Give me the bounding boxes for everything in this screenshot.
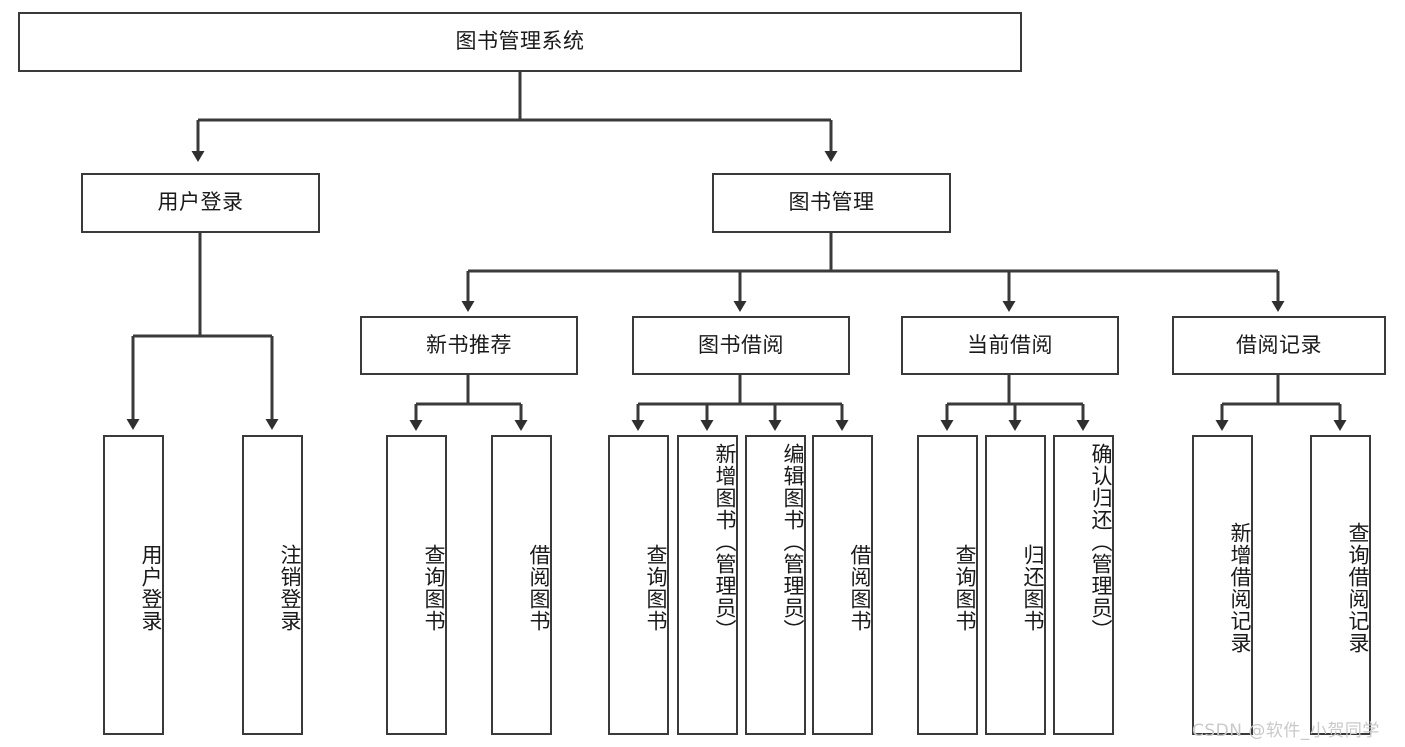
leaf-current-return-book[interactable]: 归还图书 [985, 435, 1046, 735]
node-book-management-label: 图书管理 [788, 190, 875, 215]
node-current-borrow[interactable]: 当前借阅 [901, 316, 1119, 375]
leaf-label: 注销登录 [278, 544, 302, 632]
node-book-borrow-label: 图书借阅 [698, 332, 784, 357]
node-new-book-recommend-label: 新书推荐 [426, 332, 512, 357]
leaf-label: 借阅图书 [527, 544, 551, 632]
leaf-label: 归还图书 [1021, 544, 1045, 632]
leaf-user-login-login[interactable]: 用户登录 [103, 435, 164, 735]
node-root-label: 图书管理系统 [455, 29, 585, 54]
node-current-borrow-label: 当前借阅 [967, 332, 1053, 357]
leaf-label: 查询图书 [953, 544, 977, 632]
leaf-label: 查询图书 [644, 544, 668, 632]
leaf-current-confirm-return-admin[interactable]: 确认归还（管理员） [1053, 435, 1114, 735]
leaf-label: 查询借阅记录 [1346, 522, 1370, 654]
leaf-label: 借阅图书 [848, 544, 872, 632]
leaf-record-add-record[interactable]: 新增借阅记录 [1192, 435, 1253, 735]
node-root-book-management-system[interactable]: 图书管理系统 [18, 12, 1022, 72]
leaf-label: 新增借阅记录 [1228, 522, 1252, 654]
node-borrow-record-label: 借阅记录 [1236, 332, 1322, 357]
leaf-label: 用户登录 [139, 544, 163, 632]
leaf-label: 新增图书（管理员） [713, 443, 737, 641]
leaf-label: 确认归还（管理员） [1089, 443, 1113, 641]
leaf-borrow-query-book[interactable]: 查询图书 [608, 435, 669, 735]
node-book-management[interactable]: 图书管理 [712, 173, 951, 233]
leaf-borrow-add-book-admin[interactable]: 新增图书（管理员） [677, 435, 738, 735]
leaf-borrow-edit-book-admin[interactable]: 编辑图书（管理员） [745, 435, 806, 735]
leaf-record-query-record[interactable]: 查询借阅记录 [1310, 435, 1371, 735]
csdn-watermark: CSDN @软件_小贺同学 [1192, 721, 1380, 741]
leaf-user-login-logout[interactable]: 注销登录 [242, 435, 303, 735]
leaf-new-book-borrow[interactable]: 借阅图书 [491, 435, 552, 735]
leaf-new-book-query[interactable]: 查询图书 [386, 435, 447, 735]
leaf-borrow-borrow-book[interactable]: 借阅图书 [812, 435, 873, 735]
leaf-label: 查询图书 [422, 544, 446, 632]
node-book-borrow[interactable]: 图书借阅 [632, 316, 850, 375]
leaf-label: 编辑图书（管理员） [781, 443, 805, 641]
node-borrow-record[interactable]: 借阅记录 [1172, 316, 1386, 375]
leaf-current-query-book[interactable]: 查询图书 [917, 435, 978, 735]
node-user-login[interactable]: 用户登录 [81, 173, 320, 233]
node-user-login-label: 用户登录 [157, 190, 244, 215]
node-new-book-recommend[interactable]: 新书推荐 [360, 316, 578, 375]
